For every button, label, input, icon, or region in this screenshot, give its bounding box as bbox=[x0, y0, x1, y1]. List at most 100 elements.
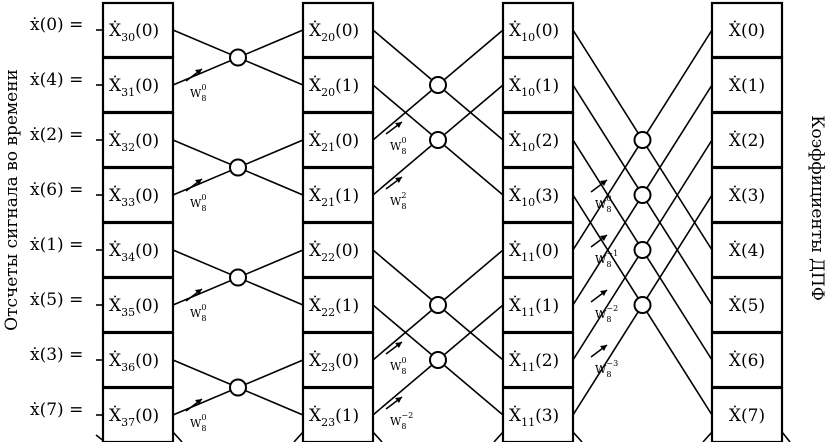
output-cell-label: Ẋ(5) bbox=[729, 295, 765, 316]
output-cell-label: Ẋ(0) bbox=[729, 20, 765, 41]
stage1-cell: Ẋ32(0) bbox=[101, 111, 175, 169]
stage2-cell: Ẋ22(0) bbox=[301, 221, 375, 279]
output-cell-box bbox=[710, 166, 784, 224]
stage3-node bbox=[633, 131, 652, 149]
output-cell: Ẋ(6) bbox=[710, 331, 784, 389]
edge-tick bbox=[372, 431, 383, 442]
stage2-cell-label: Ẋ22(1) bbox=[309, 295, 359, 319]
stage1-cell-label: Ẋ33(0) bbox=[109, 185, 159, 209]
edge-tick bbox=[702, 431, 713, 442]
output-cell: Ẋ(1) bbox=[710, 56, 784, 114]
stage3-cell-label: Ẋ11(0) bbox=[509, 240, 559, 264]
stage2-cell-box bbox=[301, 331, 375, 389]
stage2-cell: Ẋ21(0) bbox=[301, 111, 375, 169]
output-cell: Ẋ(3) bbox=[710, 166, 784, 224]
edge-tick bbox=[293, 431, 304, 442]
stage2-node bbox=[429, 296, 447, 314]
stage1-cell-box bbox=[101, 276, 175, 334]
edge-tick bbox=[172, 431, 183, 442]
stage1-cell-label: Ẋ30(0) bbox=[109, 20, 159, 44]
twiddle-arrowhead bbox=[600, 290, 607, 296]
left-axis-label: Отсчеты сигнала во времени bbox=[2, 69, 22, 331]
stage1-cell-box bbox=[101, 166, 175, 224]
twiddle-stage3: W8−1 bbox=[590, 234, 618, 269]
input-label: ẋ(1) = bbox=[30, 235, 83, 255]
stage2-cell-label: Ẋ22(0) bbox=[309, 240, 359, 264]
edge-tick bbox=[781, 431, 791, 442]
stage1-cell-box bbox=[101, 331, 175, 389]
twiddle-stage2: W8−2 bbox=[385, 396, 413, 431]
twiddle-arrowhead bbox=[600, 180, 607, 186]
stage1-node bbox=[229, 378, 247, 397]
stage2-cell-label: Ẋ21(0) bbox=[309, 130, 359, 154]
input-label: ẋ(6) = bbox=[30, 180, 83, 200]
input-label: ẋ(5) = bbox=[30, 290, 83, 310]
stage2-cell-box bbox=[301, 386, 375, 442]
stage2-cell-label: Ẋ21(1) bbox=[309, 185, 359, 209]
twiddle-stage3: W8−3 bbox=[590, 344, 618, 379]
twiddle-stage1: W80 bbox=[185, 398, 207, 433]
twiddle-stage3: W8−2 bbox=[590, 289, 618, 324]
stage3-cell-box bbox=[501, 166, 575, 224]
input-label: ẋ(2) = bbox=[30, 125, 83, 145]
twiddle-arrowhead bbox=[395, 177, 402, 183]
stage1-cell: Ẋ35(0) bbox=[101, 276, 175, 334]
stage3-node bbox=[633, 296, 652, 314]
twiddle-stage2: W80 bbox=[385, 341, 407, 376]
twiddle-stage1: W80 bbox=[185, 288, 207, 323]
input-label: ẋ(0) = bbox=[30, 15, 83, 35]
twiddle-label: W80 bbox=[190, 413, 207, 433]
stage2-cell-box bbox=[301, 221, 375, 279]
stage1-cell-label: Ẋ32(0) bbox=[109, 130, 159, 154]
stage1-cell: Ẋ34(0) bbox=[101, 221, 175, 279]
edge-tick bbox=[493, 431, 504, 442]
twiddle-stage2: W80 bbox=[385, 121, 407, 156]
twiddle-stage1: W80 bbox=[185, 178, 207, 213]
twiddle-label: W80 bbox=[190, 303, 207, 323]
stage1-cell-label: Ẋ37(0) bbox=[109, 405, 159, 429]
output-cell: Ẋ(2) bbox=[710, 111, 784, 169]
output-cell: Ẋ(7) bbox=[710, 386, 784, 442]
stage2-node bbox=[429, 351, 447, 369]
stage1-node bbox=[229, 48, 247, 67]
stage2-cell: Ẋ22(1) bbox=[301, 276, 375, 334]
twiddle-arrowhead bbox=[600, 345, 607, 351]
stage2-cell-label: Ẋ23(0) bbox=[309, 350, 359, 374]
stage2-cell: Ẋ20(1) bbox=[301, 56, 375, 114]
stage3-cell-label: Ẋ10(3) bbox=[509, 185, 559, 209]
stage3-cell-box bbox=[501, 276, 575, 334]
stage3-cell-label: Ẋ11(2) bbox=[509, 350, 559, 374]
output-cell-label: Ẋ(3) bbox=[729, 185, 765, 206]
output-cell-box bbox=[710, 56, 784, 114]
coefficient-columns: Ẋ30(0) Ẋ31(0) Ẋ32(0) Ẋ33(0) Ẋ34(0) Ẋ35(0) Ẋ36(… bbox=[101, 1, 784, 442]
twiddle-arrowhead bbox=[195, 399, 202, 405]
stage1-cell: Ẋ36(0) bbox=[101, 331, 175, 389]
stage1-cell-box bbox=[101, 1, 175, 59]
input-label: ẋ(3) = bbox=[30, 345, 83, 365]
stage2-node bbox=[429, 131, 447, 149]
output-cell-box bbox=[710, 111, 784, 169]
stage2-cell: Ẋ23(1) bbox=[301, 386, 375, 442]
twiddle-arrowhead bbox=[395, 397, 402, 403]
stage3-cell-label: Ẋ10(1) bbox=[509, 75, 559, 99]
stage1-cell: Ẋ33(0) bbox=[101, 166, 175, 224]
twiddle-label: W8−2 bbox=[595, 304, 618, 324]
butterfly-nodes bbox=[229, 48, 652, 397]
stage2-cell-box bbox=[301, 166, 375, 224]
twiddle-stage2: W82 bbox=[385, 176, 407, 211]
stage3-cell-box bbox=[501, 386, 575, 442]
stage2-node bbox=[429, 76, 447, 94]
twiddle-arrowhead bbox=[195, 179, 202, 185]
stage1-cell: Ẋ30(0) bbox=[101, 1, 175, 59]
twiddle-arrowhead bbox=[395, 122, 402, 128]
twiddle-label: W8−2 bbox=[390, 411, 413, 431]
twiddle-label: W8−3 bbox=[595, 359, 618, 379]
output-cell: Ẋ(5) bbox=[710, 276, 784, 334]
stage1-cell-label: Ẋ35(0) bbox=[109, 295, 159, 319]
stage2-cell: Ẋ23(0) bbox=[301, 331, 375, 389]
stage1-cell-label: Ẋ31(0) bbox=[109, 75, 159, 99]
twiddle-label: W80 bbox=[390, 356, 407, 376]
stage1-cell-label: Ẋ34(0) bbox=[109, 240, 159, 264]
stage3-cell: Ẋ11(1) bbox=[501, 276, 575, 334]
